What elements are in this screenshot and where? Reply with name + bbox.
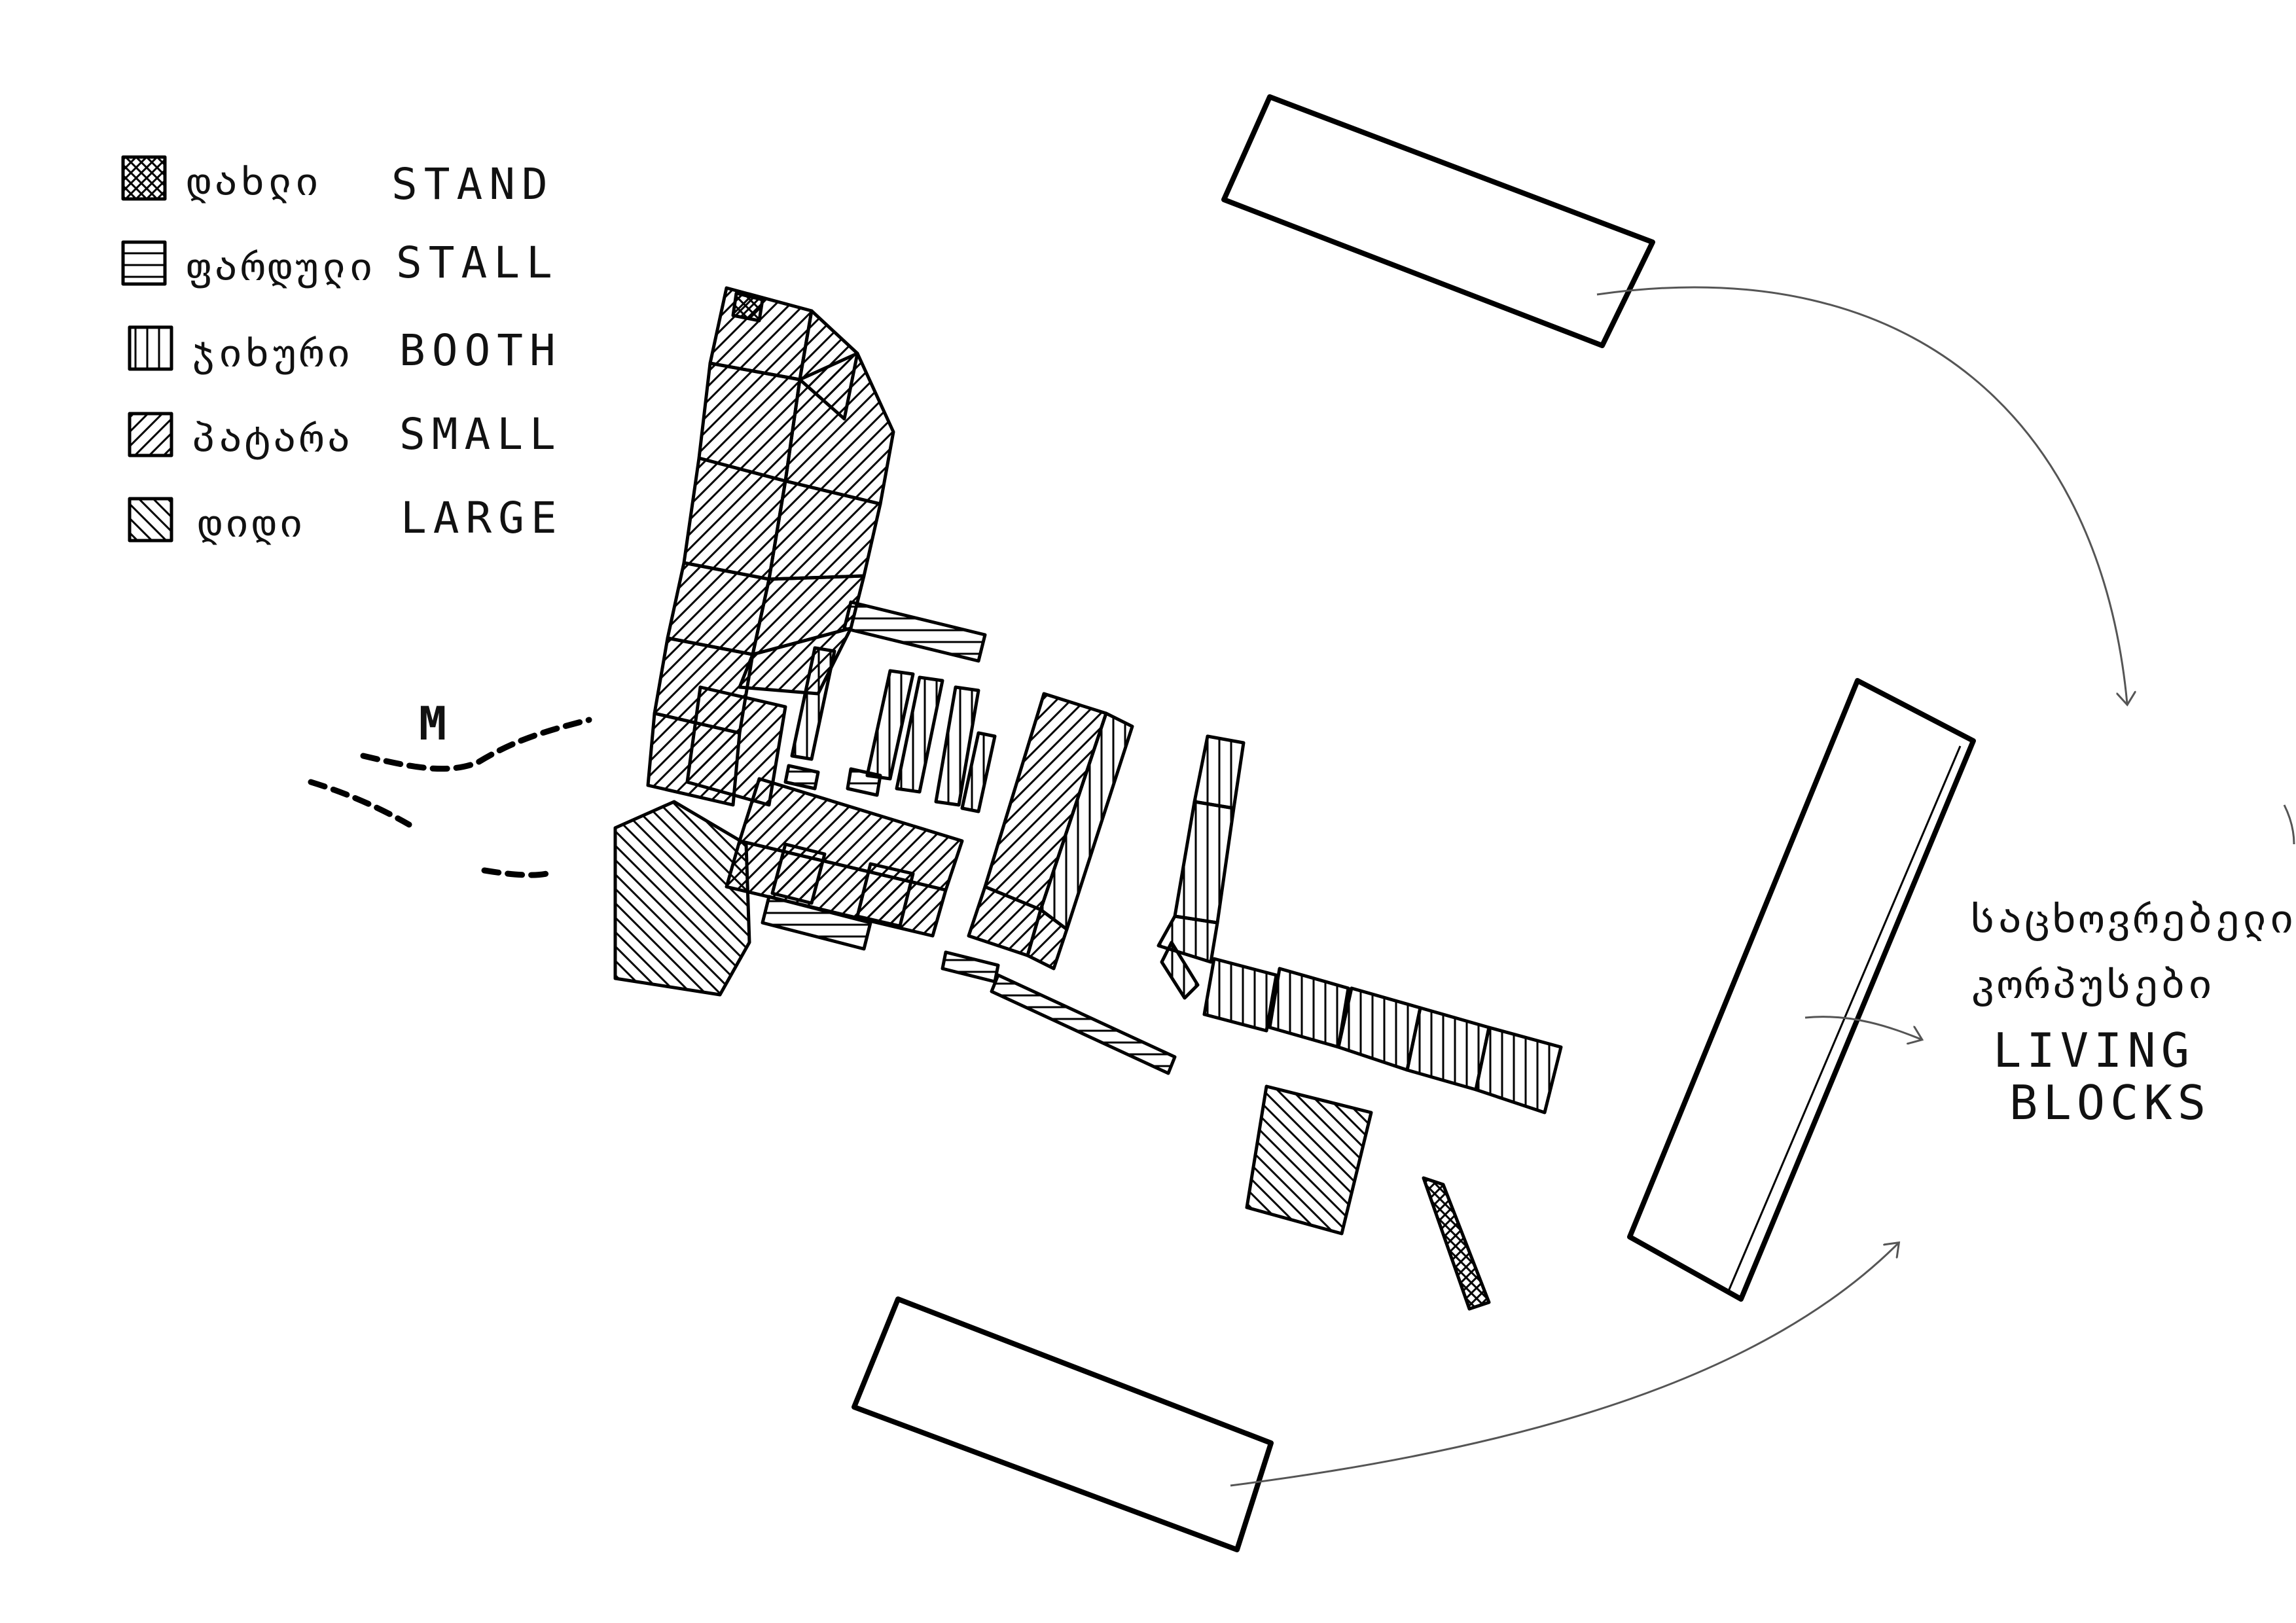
stall-block xyxy=(990,973,1177,1075)
booth-block xyxy=(1160,940,1200,1000)
legend-item-small: პატარა SMALL xyxy=(128,409,562,461)
small-swatch xyxy=(128,412,173,457)
stand-block xyxy=(1422,1176,1491,1311)
legend-label-en: STALL xyxy=(396,238,559,288)
arrow-bottom-to-right xyxy=(1230,1243,1898,1487)
legend-item-stand: დახლი STAND xyxy=(121,155,554,209)
booth-swatch xyxy=(128,325,173,371)
legend-label-en: STAND xyxy=(391,159,554,209)
dashed-route xyxy=(308,779,412,828)
arrow-right-block-to-label xyxy=(1804,1016,1921,1039)
east-booth-column xyxy=(1157,734,1246,964)
arc-fragment xyxy=(2283,804,2295,845)
legend-label-en: BOOTH xyxy=(399,325,562,376)
dashed-route xyxy=(360,717,592,772)
market-south-row xyxy=(725,777,964,938)
stall-block xyxy=(941,950,1000,984)
legend-item-booth: ჯიხური BOOTH xyxy=(128,325,562,376)
stall-row xyxy=(783,764,820,791)
living-blocks-label-en-2: BLOCKS xyxy=(2009,1075,2211,1130)
living-blocks-label-en-1: LIVING xyxy=(1993,1023,2195,1078)
booth-block xyxy=(1336,986,1422,1072)
stall-block xyxy=(761,895,872,951)
booth-block xyxy=(1202,957,1278,1033)
stall-row xyxy=(846,767,882,797)
living-block-right-inner-line xyxy=(1727,745,1962,1293)
stand-swatch xyxy=(121,155,167,201)
booth-block xyxy=(1157,914,1219,964)
booth-row xyxy=(865,669,915,781)
booth-columns xyxy=(783,600,997,813)
living-blocks xyxy=(852,94,1976,1552)
east-booth-row xyxy=(1160,940,1563,1115)
living-block-top xyxy=(1221,94,1655,348)
large-block-south xyxy=(1245,1084,1373,1236)
legend-label-en: SMALL xyxy=(399,409,562,459)
large-swatch xyxy=(128,497,173,543)
small-block xyxy=(855,862,915,928)
living-block-bottom xyxy=(852,1296,1274,1552)
booth-block xyxy=(1268,967,1350,1049)
legend: დახლი STAND ფარდული STALL ჯიხური BOOTH პ… xyxy=(121,155,564,546)
central-slab xyxy=(967,692,1134,971)
legend-item-large: დიდი LARGE xyxy=(128,493,564,546)
small-block xyxy=(770,842,827,905)
booth-block xyxy=(1173,800,1236,925)
arrows xyxy=(1230,286,2295,1487)
south-lane xyxy=(761,895,1177,1075)
booth-row xyxy=(895,675,944,794)
living-blocks-label-ka-1: საცხოვრებელი xyxy=(1970,895,2296,943)
marker-label: M xyxy=(419,697,446,751)
dashed-route xyxy=(481,867,550,878)
small-block xyxy=(682,456,787,581)
living-blocks-label-ka-2: კორპუსები xyxy=(1970,960,2215,1008)
small-block xyxy=(1026,908,1069,971)
booth-row xyxy=(934,685,980,807)
legend-label-ka: პატარა xyxy=(191,414,353,461)
booth-block xyxy=(1474,1026,1563,1115)
booth-row xyxy=(790,646,836,761)
booth-row xyxy=(960,731,997,813)
legend-label-ka: ფარდული xyxy=(187,242,376,290)
legend-label-en: LARGE xyxy=(401,493,564,543)
legend-label-ka: დიდი xyxy=(198,499,306,546)
legend-item-stall: ფარდული STALL xyxy=(121,238,559,290)
arrow-top-to-right xyxy=(1596,286,2127,704)
stall-swatch xyxy=(121,240,167,286)
legend-label-ka: დახლი xyxy=(187,157,322,205)
stand-block xyxy=(731,291,764,323)
legend-label-ka: ჯიხური xyxy=(191,329,353,376)
living-blocks-label: საცხოვრებელი კორპუსები LIVING BLOCKS xyxy=(1970,895,2296,1130)
booth-block xyxy=(1193,734,1246,810)
living-block-right xyxy=(1627,678,1976,1302)
large-polygon-west xyxy=(613,800,751,997)
stand-strip xyxy=(1422,1176,1491,1311)
small-block xyxy=(783,351,895,506)
booth-block xyxy=(1405,1006,1491,1092)
market-west-row xyxy=(646,286,895,807)
pedestrian-path: M xyxy=(308,697,592,878)
stall-row xyxy=(842,600,987,663)
